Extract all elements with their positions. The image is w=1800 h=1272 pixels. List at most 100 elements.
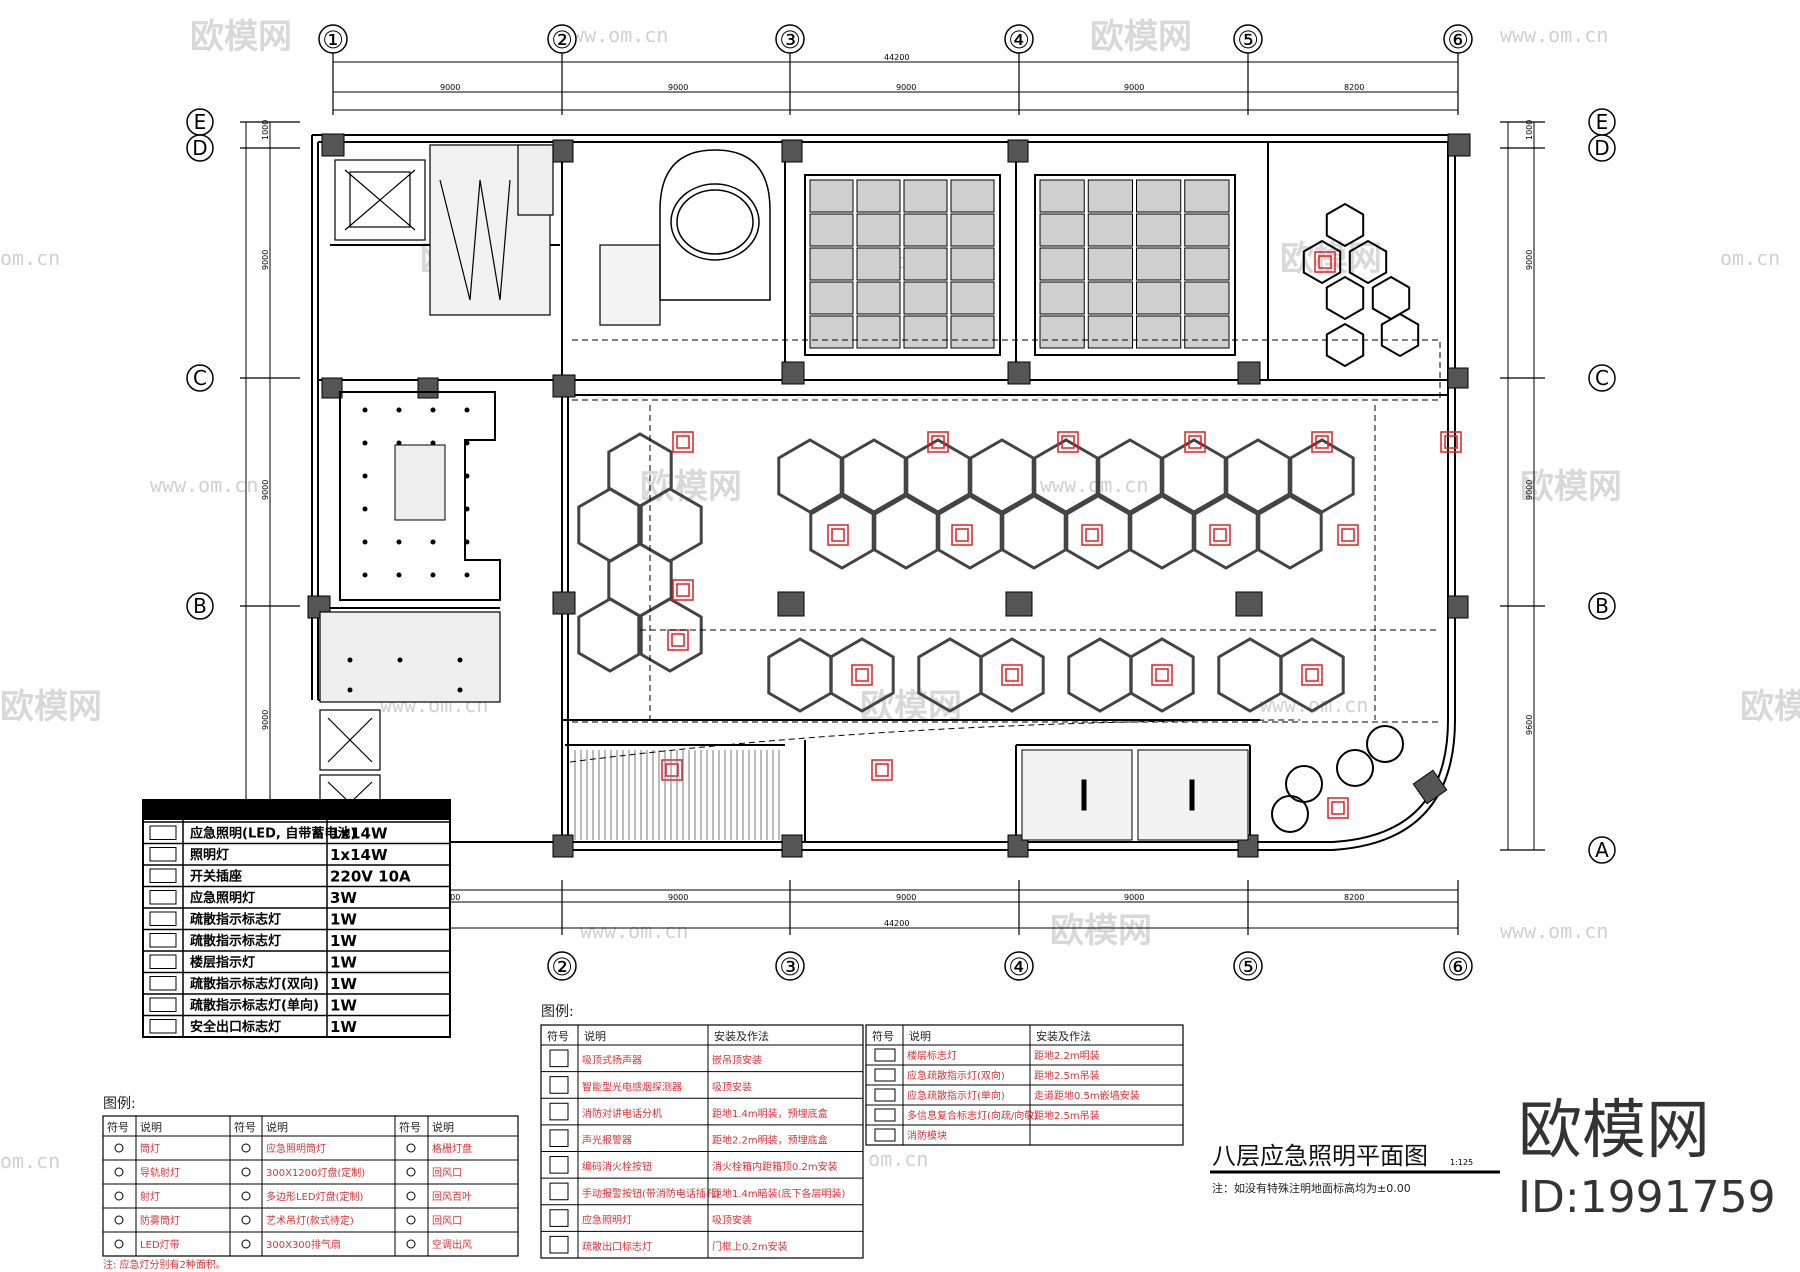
legend-symbol: [549, 1102, 569, 1121]
legend-right-title: 图例:: [541, 1004, 574, 1020]
ceiling-grid-panel: [856, 281, 901, 315]
legend-symbol: [241, 1167, 251, 1177]
legend-symbol: [874, 1108, 896, 1122]
dim-right: 9600: [1525, 715, 1534, 735]
spec-symbol: [149, 1019, 177, 1034]
legend-left-item: 空调出风: [432, 1238, 472, 1251]
legend-symbol: [874, 1048, 896, 1062]
axis-col-2: ②: [551, 26, 573, 54]
hex-light-panel: [841, 438, 907, 514]
legend-right-install: 距地1.4m暗装(底下各层明装): [712, 1187, 846, 1200]
spec-value: 1x14W: [330, 825, 388, 843]
legend-left-item: 回风百叶: [432, 1191, 472, 1203]
spec-value: 1W: [330, 954, 357, 972]
legend-symbol: [549, 1209, 569, 1227]
spec-desc: 楼层指示灯: [190, 955, 255, 971]
spec-desc: 应急照明(LED, 自带蓄电池): [190, 826, 356, 842]
brand-logo-text: 欧模网: [1518, 1094, 1710, 1168]
axis-row-D: D: [192, 136, 207, 160]
legend-left-item: 多边形LED灯盘(定制): [266, 1190, 363, 1203]
drawing-scale: 1:125: [1450, 1158, 1473, 1167]
axis-row-B: B: [193, 594, 207, 618]
downlight: [362, 440, 368, 446]
red-fixture-inner: [875, 763, 889, 777]
downlight: [464, 572, 470, 578]
dim-left: 9000: [261, 250, 270, 270]
hex-small-cluster: [1302, 202, 1420, 368]
legend-symbol: [406, 1167, 416, 1177]
legend-left-item: 应急照明筒灯: [266, 1142, 326, 1155]
legend-left-header: 符号: [399, 1121, 421, 1134]
ceiling-grid-panel: [903, 213, 948, 247]
axis-row-A-right: A: [1595, 838, 1609, 862]
axis-row-B-right: B: [1595, 594, 1609, 618]
legend-left-header: 说明: [432, 1120, 454, 1134]
legend-right-header: 说明: [584, 1029, 606, 1043]
spec-value: 1W: [330, 911, 357, 929]
axis-col-2-bottom: ②: [551, 953, 573, 981]
dim-left: 9000: [261, 710, 270, 730]
legend-right-item: 应急疏散指示灯(双向): [907, 1069, 1005, 1082]
legend-symbol: [114, 1215, 124, 1225]
spec-value: 1x14W: [330, 846, 388, 864]
legend-symbol: [874, 1128, 896, 1142]
legend-symbol: [406, 1215, 416, 1225]
axis-row-E: E: [194, 110, 207, 134]
legend-right-install: 消火栓箱内距箱顶0.2m安装: [712, 1160, 838, 1173]
legend-right-item: 消防模块: [907, 1129, 947, 1142]
downlight: [430, 440, 436, 446]
hex-light-panel: [829, 637, 895, 713]
legend-symbol: [874, 1068, 896, 1082]
legend-symbol: [874, 1088, 896, 1102]
red-fixture: [661, 759, 683, 781]
legend-symbol: [406, 1143, 416, 1153]
dim-total-bottom: 44200: [884, 919, 909, 928]
legend-left-item: 格栅灯盘: [432, 1142, 472, 1155]
axis-col-6: ⑥: [1447, 26, 1469, 54]
drawing-title: 八层应急照明平面图: [1212, 1142, 1428, 1170]
spec-symbol: [149, 911, 177, 926]
ceiling-grid-panel: [856, 247, 901, 281]
ceiling-grid-panel: [856, 213, 901, 247]
downlight: [464, 506, 470, 512]
ceiling-grid-panel: [1184, 247, 1230, 281]
hex-light-small: [1302, 239, 1342, 285]
dim-bottom: 9000: [896, 893, 916, 902]
hex-light-panel: [1001, 494, 1067, 570]
legend-symbol: [241, 1143, 251, 1153]
glass-doors: [1021, 749, 1249, 841]
downlight: [430, 572, 436, 578]
watermark-url: om.cn: [1720, 246, 1780, 270]
legend-right-item: 应急疏散指示灯(单向): [907, 1089, 1005, 1102]
watermark-url: www.om.cn: [560, 23, 668, 47]
ceiling-grid-room: [339, 391, 501, 601]
watermark-url: www.om.cn: [150, 473, 258, 497]
axis-col-3: ③: [779, 26, 801, 54]
brand-id: ID:1991759: [1518, 1172, 1776, 1223]
ceiling-downlights: [347, 407, 470, 693]
ceiling-grid-panel: [809, 213, 854, 247]
downlight: [362, 407, 368, 413]
downlight: [457, 657, 463, 663]
legend-left-header: 符号: [107, 1121, 129, 1134]
spec-desc: 疏散指示标志灯(双向): [190, 976, 319, 992]
ceiling-grid-panel: [1087, 247, 1133, 281]
hex-light-panel: [1033, 438, 1099, 514]
red-fixture: [871, 759, 893, 781]
red-fixture: [1057, 431, 1079, 453]
dim-top: 9000: [896, 83, 916, 92]
downlight: [362, 473, 368, 479]
watermark-text: 欧模网: [0, 687, 102, 727]
ceiling-grid-panel: [809, 247, 854, 281]
red-fixture-inner: [855, 668, 869, 682]
downlight: [396, 572, 402, 578]
red-fixture: [1184, 431, 1206, 453]
dim-top: 8200: [1344, 83, 1364, 92]
ceiling-grid-panel: [1087, 179, 1133, 213]
hex-light-small: [1325, 275, 1365, 321]
legend-right-install: 距地1.4m明装，预埋底盒: [712, 1107, 828, 1120]
legend-symbol: [549, 1235, 569, 1254]
dim-bottom: 8200: [1344, 893, 1364, 902]
legend-symbol: [406, 1239, 416, 1249]
legend-left-header: 说明: [266, 1120, 288, 1134]
